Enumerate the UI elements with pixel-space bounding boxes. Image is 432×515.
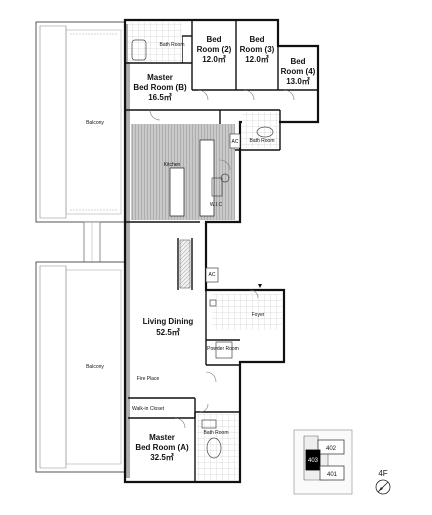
- room-bed2: Bed Room (2) 12.0㎡: [197, 35, 232, 64]
- key-plan: 402 403 401: [293, 429, 353, 495]
- unit-401: [319, 465, 345, 481]
- apartment-walls: [123, 18, 320, 484]
- master-a-name: Master: [149, 433, 175, 442]
- ac1-label: AC: [209, 272, 216, 278]
- room-master-a: Master Bed Room (A) 32.5㎡: [135, 433, 189, 462]
- storage-column: [179, 239, 191, 289]
- bed3-size: 12.0㎡: [245, 54, 269, 64]
- room-master-b: Master Bed Room (B) 16.5㎡: [133, 73, 187, 102]
- fire-place-label: Fire Place: [137, 376, 160, 382]
- master-a-size: 32.5㎡: [150, 452, 174, 462]
- bed3-name: Bed: [249, 35, 264, 44]
- door-swings: [149, 89, 295, 429]
- bath-bottom-floor: [197, 414, 238, 480]
- ac2-label: AC: [232, 139, 239, 145]
- powder-room-label: Powder Room: [207, 346, 239, 352]
- balcony-connector: [83, 221, 101, 263]
- bath-top-label: Bath Room: [159, 42, 184, 48]
- balcony-bottom: [35, 261, 126, 473]
- entrance-arrow-icon: [258, 284, 262, 288]
- unit-402-label: 402: [326, 446, 337, 452]
- wic-label: W.I.C: [210, 202, 223, 208]
- kitchen-island: [169, 167, 185, 217]
- master-b-name2: Bed Room (B): [133, 83, 187, 92]
- master-b-size: 16.5㎡: [148, 92, 172, 102]
- bed4-name2: Room (4): [281, 67, 316, 76]
- unit-403: [305, 449, 321, 471]
- bed2-name: Bed: [206, 35, 221, 44]
- bed4-name: Bed: [290, 57, 305, 66]
- bed3-name2: Room (3): [240, 45, 275, 54]
- room-bed4: Bed Room (4) 13.0㎡: [281, 57, 316, 86]
- floor-label: 4F: [378, 469, 387, 478]
- balcony-bottom-label: Balcony: [86, 364, 104, 370]
- bath-bottom-label: Bath Room: [203, 430, 228, 436]
- interior-walls: [125, 20, 318, 482]
- fixtures: [131, 39, 274, 459]
- kitchen-label: Kitchen: [164, 162, 181, 168]
- master-a-name2: Bed Room (A): [135, 443, 189, 452]
- living-name: Living Dining: [143, 317, 194, 326]
- room-living: Living Dining 52.5㎡: [143, 317, 194, 337]
- master-b-name: Master: [147, 73, 173, 82]
- living-size: 52.5㎡: [156, 327, 180, 337]
- balcony-top: [35, 21, 126, 223]
- bath-right-label: Bath Room: [249, 138, 274, 144]
- bed4-size: 13.0㎡: [286, 76, 310, 86]
- foyer-floor: [212, 294, 282, 330]
- unit-403-label: 403: [308, 458, 319, 464]
- west-windows: [126, 24, 130, 478]
- north-compass-icon: [375, 479, 391, 495]
- bed2-size: 12.0㎡: [202, 54, 226, 64]
- room-bed3: Bed Room (3) 12.0㎡: [240, 35, 275, 64]
- bed2-name2: Room (2): [197, 45, 232, 54]
- unit-402: [317, 439, 345, 455]
- balcony-top-label: Balcony: [86, 120, 104, 126]
- bath-right-floor: [242, 112, 279, 148]
- unit-401-label: 401: [327, 472, 338, 478]
- walk-in-closet-label: Walk-in Closet: [132, 406, 165, 412]
- foyer-label: Foyer: [252, 312, 265, 318]
- bath-top-floor: [128, 22, 182, 62]
